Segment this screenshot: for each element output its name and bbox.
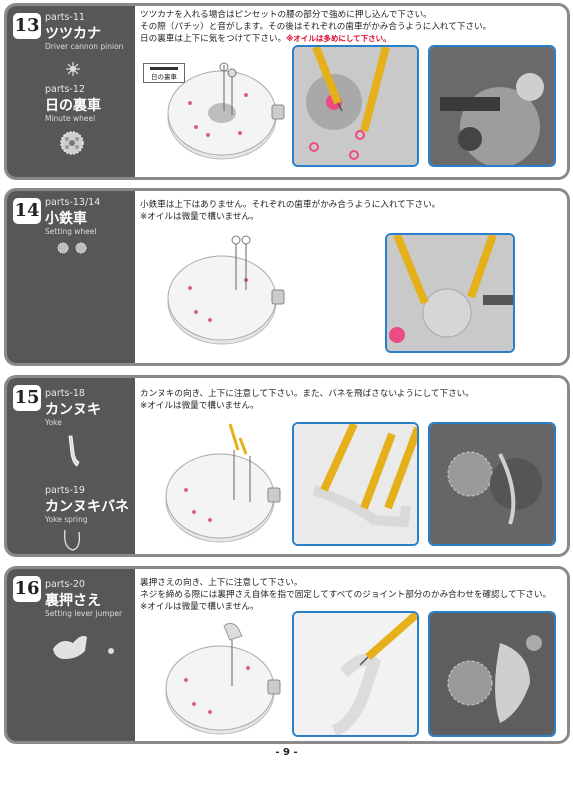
setting-lever-jumper-icon [53, 635, 114, 659]
instruction-line: ※オイルは微量で構いません。 [140, 212, 259, 222]
page-number: - 9 - [275, 747, 298, 758]
part-number-label: parts-19 [45, 485, 85, 496]
yoke-spring-icon [64, 529, 81, 551]
part-name-en: Driver cannon pinion [45, 42, 124, 51]
instruction-line: ※オイルは微量で構いません。 [140, 602, 259, 612]
instruction-line: 裏押さえの向き、上下に注意して下さい。 [140, 578, 303, 588]
part-number-label: parts-12 [45, 84, 85, 95]
step-16-parts-panel: 16 parts-20 裏押さえ Setting lever jumper [7, 569, 135, 741]
minute-wheel-icon [60, 131, 84, 155]
step-13-photo-real [428, 45, 556, 167]
part-name-jp: 日の裏車 [45, 98, 101, 114]
movement-photo-image [430, 613, 554, 735]
movement-illustration [165, 423, 281, 543]
instruction-line: カンヌキの向き、上下に注意して下さい。また、バネを飛ばさないようにして下さい。 [140, 389, 474, 399]
movement-illustration [165, 622, 281, 735]
movement-photo-image [430, 47, 554, 165]
yoke-icon [68, 435, 80, 467]
part-name-en: Yoke spring [45, 515, 88, 524]
oil-note: ※オイルは多めにして下さい。 [286, 34, 391, 43]
tweezers-closeup-image [294, 47, 417, 165]
part-number-label: parts-18 [45, 388, 85, 399]
part-name-jp: 裏押さえ [45, 593, 101, 609]
instruction-line: 日の裏車は上下に気をつけて下さい。※オイルは多めにして下さい。 [140, 33, 391, 45]
step-14-number-badge: 14 [13, 198, 41, 224]
step-16-photo-real [428, 611, 556, 737]
callout-label: 日の裏車 [151, 73, 177, 81]
movement-illustration [167, 62, 285, 160]
step-15-photo-real [428, 422, 556, 546]
tweezers-closeup-image [294, 424, 417, 544]
step-13-parts-panel: 13 parts-11 ツツカナ Driver cannon pinion pa… [7, 6, 135, 177]
part-name-jp: 小鉄車 [45, 211, 87, 227]
step-16-number-badge: 16 [13, 576, 41, 602]
tweezers-closeup-image [294, 613, 417, 735]
callout-wheel-profile [150, 67, 178, 70]
part-name-jp: カンヌキバネ [45, 499, 129, 515]
step-14-photo-closeup [385, 233, 515, 353]
minute-wheel-callout: 日の裏車 [143, 63, 185, 83]
part-name-en: Minute wheel [45, 114, 96, 123]
instruction-line: ネジを締める際には裏押さえ自体を指で固定してすべてのジョイント部分のかみ合わせを… [140, 590, 552, 600]
instruction-line: 小鉄車は上下はありません。それぞれの歯車がかみ合うように入れて下さい。 [140, 200, 441, 210]
step-15-number-badge: 15 [13, 385, 41, 411]
part-name-jp: ツツカナ [45, 26, 101, 42]
movement-illustration [167, 235, 285, 345]
step-14-parts-panel: 14 parts-13/14 小鉄車 Setting wheel [7, 191, 135, 363]
movement-photo-image [430, 424, 554, 544]
part-number-label: parts-20 [45, 579, 85, 590]
part-name-en: Yoke [45, 418, 62, 427]
tweezers-closeup-image [387, 235, 513, 351]
step-13-number-badge: 13 [13, 13, 41, 39]
step-15-photo-closeup [292, 422, 419, 546]
part-number-label: parts-11 [45, 12, 85, 23]
part-number-label: parts-13/14 [45, 197, 101, 208]
part-name-jp: カンヌキ [45, 402, 101, 418]
step-15-parts-panel: 15 parts-18 カンヌキ Yoke parts-19 カンヌキバネ Yo… [7, 378, 135, 554]
cannon-pinion-icon [66, 62, 80, 76]
instruction-line: ※オイルは微量で構いません。 [140, 401, 259, 411]
step-16-photo-closeup [292, 611, 419, 737]
instruction-line: その際（パチッ）と音がします。その後はそれぞれの歯車がかみ合うように入れて下さい… [140, 22, 492, 32]
part-name-en: Setting wheel [45, 227, 97, 236]
instruction-line: ツツカナを入れる場合はピンセットの腰の部分で強めに押し込んで下さい。 [140, 10, 432, 20]
part-name-en: Setting lever jumper [45, 609, 123, 618]
step-13-photo-closeup [292, 45, 419, 167]
setting-wheel-icon [57, 242, 87, 254]
instruction-text: 日の裏車は上下に気をつけて下さい。 [140, 34, 287, 44]
